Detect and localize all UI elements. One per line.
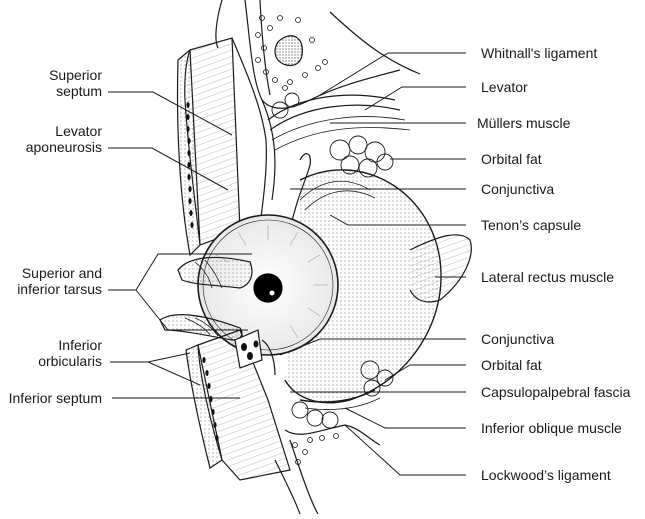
label-orbital-fat-lower: Orbital fat <box>481 357 542 373</box>
orbital-rim-upper <box>244 0 401 109</box>
label-lateral-rectus-muscle: Lateral rectus muscle <box>481 269 615 285</box>
leader-lines-right <box>279 52 466 476</box>
label-conjunctiva-upper: Conjunctiva <box>481 181 555 197</box>
label-conjunctiva-lower: Conjunctiva <box>481 331 555 347</box>
label-whitnalls-ligament: Whitnall's ligament <box>481 45 598 61</box>
pupil <box>253 273 283 303</box>
label-inferior-septum: Inferior septum <box>8 390 102 406</box>
leader-lines-left <box>108 91 252 399</box>
label-lockwoods-ligament: Lockwood’s ligament <box>481 467 611 483</box>
label-orbital-fat-upper: Orbital fat <box>481 151 542 167</box>
label-inferior-orbicularis: Inferior orbicularis <box>38 337 102 369</box>
label-mullers-muscle: Müllers muscle <box>477 115 571 131</box>
inferior-oblique-shape <box>299 389 376 403</box>
frontal-sinus <box>274 35 303 66</box>
label-superior-inferior-tarsus: Superior and inferior tarsus <box>17 265 102 297</box>
label-capsulopalpebral-fascia: Capsulopalpebral fascia <box>481 384 631 400</box>
label-tenons-capsule: Tenon’s capsule <box>481 217 582 233</box>
lateral-rectus-shape <box>409 234 472 303</box>
label-levator: Levator <box>481 79 528 95</box>
upper-tarsus <box>177 256 253 289</box>
levator-muscle <box>267 94 396 121</box>
label-superior-septum: Superior septum <box>49 67 102 99</box>
orbital-rim-lower <box>284 424 381 446</box>
label-inferior-oblique-muscle: Inferior oblique muscle <box>481 420 622 436</box>
label-levator-aponeurosis: Levator aponeurosis <box>25 123 102 155</box>
